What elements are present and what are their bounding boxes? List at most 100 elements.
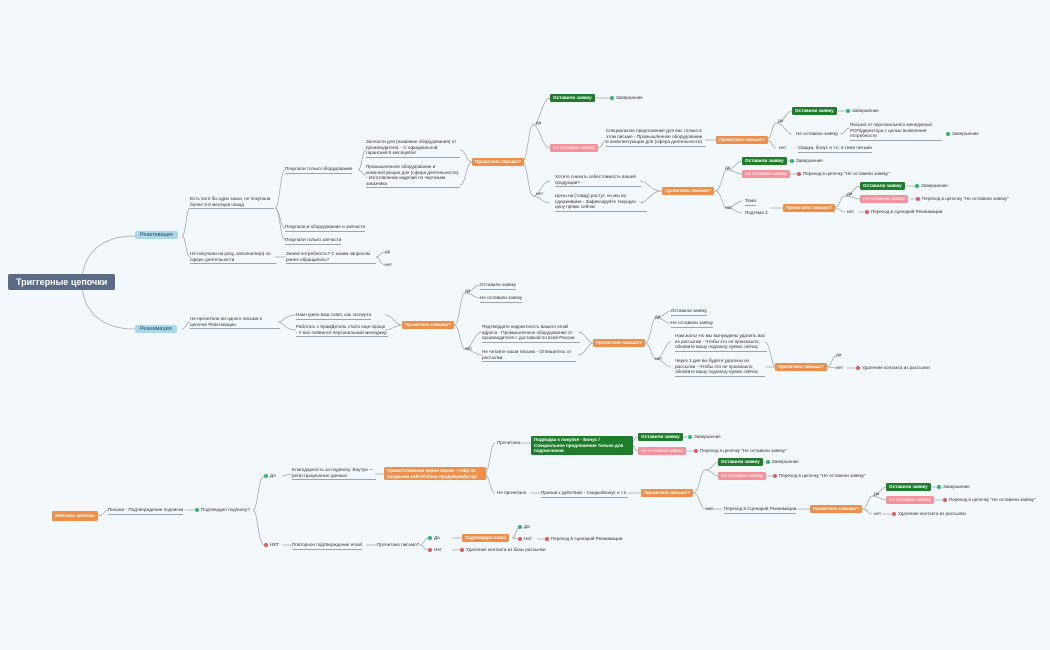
stop-icon (694, 448, 698, 453)
question-node: Прочитано письмо? (810, 505, 862, 513)
result-label: Завершение (796, 158, 823, 163)
stop-icon (460, 547, 464, 552)
result-node: Завершение (610, 95, 643, 101)
check-icon (610, 95, 614, 100)
condition-text: Покупали только оборудование (285, 166, 353, 174)
email-subject: Промышленное оборудование и комплектующи… (366, 164, 460, 189)
check-icon (264, 473, 268, 478)
answer-label: нет (836, 365, 844, 370)
action-node: Оставили заявку (742, 157, 787, 165)
answer-label: да (725, 165, 731, 170)
email-subject: Письмо - Подтверждение подписки (108, 507, 184, 515)
condition-text: Есть хотя бы один заказ, не покупали бол… (190, 196, 274, 210)
email-subject: Благодарность за подписку. Внутри — реги… (292, 467, 376, 481)
stop-icon (545, 536, 549, 541)
email-subject: Работать с КрамДеталь стало еще проще - … (296, 324, 388, 338)
negative-node: Не оставили заявку (550, 144, 599, 152)
question-label: Подтвердил подписку? (201, 507, 251, 512)
email-subject: Повторное подтверждение email (292, 542, 362, 550)
result-node: Завершение (946, 131, 979, 137)
stop-icon (264, 542, 268, 547)
answer-label: Прочитано (497, 440, 520, 445)
answer-node: ДА (264, 473, 276, 479)
answer-label: ДА (270, 473, 277, 478)
check-icon (428, 535, 432, 540)
negative-node: Не оставили заявку (638, 447, 687, 455)
answer-label: Нет (524, 536, 532, 541)
check-icon (915, 183, 919, 188)
stop-icon (865, 209, 869, 214)
answer-label: да (847, 191, 853, 196)
result-label: Не оставили заявку (480, 295, 523, 303)
result-label: Завершение (921, 183, 948, 188)
answer-label: да (385, 249, 391, 254)
branch-reactivation: Реактивация (135, 231, 178, 239)
result-label: Переход в сценарий Реанимации (871, 209, 943, 214)
answer-label: нет (536, 191, 544, 196)
result-node: Переход в цепочку "Не оставили заявку" (773, 473, 866, 479)
question-node: Приветственная серия писем - Гайд по раз… (384, 467, 486, 481)
email-subject: Специальное предложение для вас только в… (606, 128, 706, 147)
stop-icon (943, 497, 947, 502)
result-node: Переход в сценарий Реанимации (865, 209, 942, 215)
check-icon (766, 459, 770, 464)
email-subject: Тема (745, 198, 756, 206)
answer-node: Нет (428, 547, 442, 553)
negative-node: Не оставили заявку (742, 170, 791, 178)
stop-icon (773, 473, 777, 478)
condition-text: Не прочитали ни одного письма в цепочке … (190, 316, 280, 330)
answer-label: да (778, 118, 784, 123)
root-node: Триггерные цепочки (8, 274, 116, 290)
answer-label: да (655, 314, 661, 319)
action-node: Оставили заявку (718, 458, 763, 466)
email-subject: Подтвердите корректность вашего email ад… (482, 324, 580, 343)
email-subject: Письмо от персонального менеджера/РОП/ди… (850, 122, 942, 141)
result-node: Удаление контакта из рассылки (892, 511, 966, 517)
email-subject: Нам нужен ваш совет, как эксперта (296, 312, 372, 320)
answer-node: НЕТ (264, 542, 279, 548)
result-node: Переход в цепочку "Не оставили заявку" (694, 448, 787, 454)
result-label: Завершение (952, 131, 979, 136)
stop-icon (428, 547, 432, 552)
condition-text: Знаем потребность? С каким запросом ране… (286, 251, 376, 265)
result-node: Переход в цепочку "Не оставили заявку" (916, 196, 1009, 202)
stop-icon (797, 171, 801, 176)
email-subject: Цены на (товар) растут, но мы их сдержив… (555, 193, 647, 212)
answer-label: нет (385, 262, 393, 267)
result-node: Завершение (790, 158, 823, 164)
answer-node: Нет (518, 536, 532, 542)
answer-label: нет (706, 506, 714, 511)
question-node: Прочитано письмо? (775, 363, 827, 371)
result-label: Не оставили заявку (671, 320, 714, 328)
result-label: Завершение (943, 484, 970, 489)
result-label: Переход в цепочку "Не оставили заявку" (700, 448, 787, 453)
question-text: Прочитано письмо? (377, 542, 420, 547)
question-text: Подтвердил подписку? (195, 507, 250, 513)
result-node: Завершение (688, 434, 721, 440)
negative-node: Не оставили заявку (860, 195, 909, 203)
answer-label: да (836, 352, 842, 357)
result-node: Удаление контакта из базы рассылки (460, 547, 546, 553)
email-subject: Хотите снизить себестоимость вашей проду… (555, 174, 641, 188)
email-subject: Призыв к действию - Скидка/Бонус и т.п. (541, 490, 628, 498)
email-subject: Переход в Сценарий Реанимации (724, 506, 797, 514)
answer-label: нет (847, 209, 855, 214)
question-node: Прочитано письмо? (472, 158, 524, 166)
negative-node: Не оставили заявку (886, 496, 935, 504)
question-node: Прочитано письмо? (662, 187, 714, 195)
result-label: Завершение (852, 108, 879, 113)
stop-icon (518, 536, 522, 541)
result-node: Завершение (766, 459, 799, 465)
result-label: Переход в цепочку "Не оставили заявку" (803, 171, 890, 176)
answer-label: нет (874, 511, 882, 516)
result-label: Завершение (616, 95, 643, 100)
answer-label: Да (434, 535, 440, 540)
answer-label: Да (524, 524, 530, 529)
condition-text: Не покупали ни разу, заполнили(и) по сфе… (190, 251, 276, 265)
result-label: Удаление контакта из рассылки (898, 511, 966, 516)
answer-label: НЕТ (270, 542, 280, 547)
answer-label: Не прочитано (497, 490, 527, 495)
condition-text: Покупали и оборудование и запчасти (285, 224, 366, 232)
